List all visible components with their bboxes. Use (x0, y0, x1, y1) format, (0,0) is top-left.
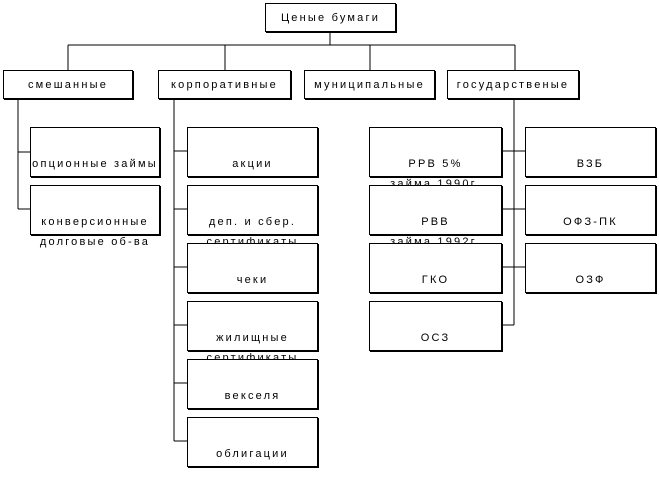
item-label: чеки (236, 274, 269, 286)
item-bills: векселя (187, 359, 318, 409)
item-label: опционные займы (32, 158, 158, 170)
item-label: ГКО (421, 274, 450, 286)
connector-root (67, 32, 516, 70)
connector-mixed (17, 99, 30, 210)
category-municipal: муниципальные (304, 70, 435, 99)
item-cheques: чеки (187, 243, 318, 293)
item-label: ВЗБ (576, 158, 605, 170)
item-label: векселя (224, 390, 281, 402)
item-vzb: ВЗБ (525, 127, 656, 177)
item-label: конверсионные долговые об-ва (39, 216, 151, 248)
item-deposit-certificates: деп. и сбер. сертификаты (187, 185, 318, 248)
item-label: ОЗФ (575, 274, 606, 286)
item-gko: ГКО (369, 243, 502, 293)
category-mixed-label: смешанные (27, 78, 109, 91)
item-osz: ОСЗ (369, 301, 502, 351)
item-housing-certificates: жилищные сертификаты (187, 301, 318, 364)
category-state: государственые (447, 70, 579, 99)
category-municipal-label: муниципальные (314, 78, 425, 91)
category-corporate-label: корпоративные (171, 78, 278, 91)
item-label: облигации (216, 448, 289, 460)
connector-state (502, 99, 525, 326)
category-state-label: государственые (456, 78, 570, 91)
item-label: ОФЗ-ПК (563, 216, 618, 228)
item-conversion-bonds: конверсионные долговые об-ва (30, 185, 160, 248)
category-corporate: корпоративные (158, 70, 291, 99)
item-label: ОСЗ (420, 332, 451, 344)
item-corporate-bonds: облигации (187, 417, 318, 467)
item-rvv-1992: РВВ займа 1992г. (369, 185, 502, 248)
root-label: Ценые бумаги (280, 11, 381, 24)
connector-corporate (173, 99, 187, 442)
item-shares: акции (187, 127, 318, 177)
item-ofz-pk: ОФЗ-ПК (525, 185, 656, 235)
item-option-loans: опционные займы (30, 127, 160, 177)
item-label: акции (232, 158, 273, 170)
item-ozf: ОЗФ (525, 243, 656, 293)
item-rrv-1990: РРВ 5% займа 1990г. (369, 127, 502, 190)
root-securities: Ценые бумаги (265, 3, 396, 32)
connector-lines (17, 32, 525, 442)
category-mixed: смешанные (3, 70, 133, 99)
